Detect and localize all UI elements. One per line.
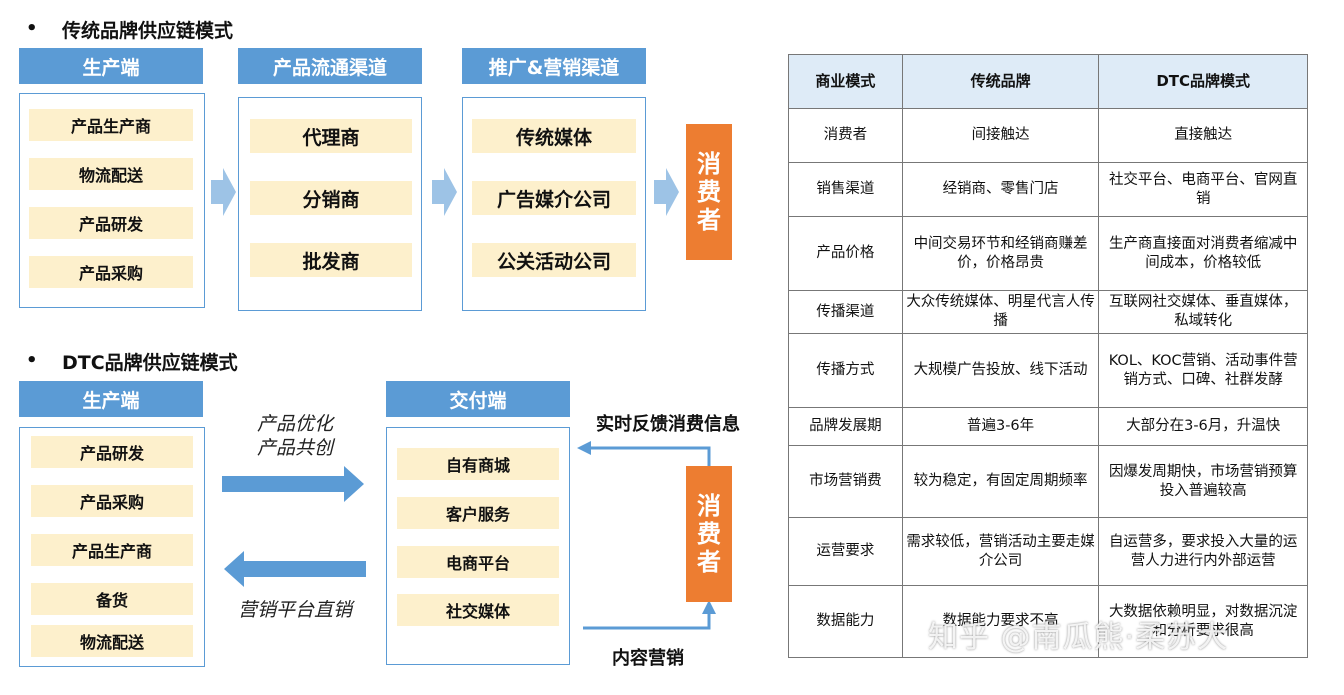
table-cell: 因爆发周期快，市场营销预算投入普遍较高 xyxy=(1098,445,1308,518)
list-item: 客户服务 xyxy=(397,497,559,529)
list-item: 产品生产商 xyxy=(31,534,193,566)
table-cell: 销售渠道 xyxy=(788,162,903,217)
realtime-feedback-label: 实时反馈消费信息 xyxy=(596,414,740,435)
list-item: 自有商城 xyxy=(397,448,559,480)
list-item: 代理商 xyxy=(250,119,412,153)
list-item: 批发商 xyxy=(250,243,412,277)
table-cell: 数据能力要求不高 xyxy=(901,585,1100,658)
table-row: 产品价格 中间交易环节和经销商赚差价，价格昂贵 生产商直接面对消费者缩减中间成本… xyxy=(788,216,1308,291)
list-item: 广告媒介公司 xyxy=(472,181,636,215)
table-cell: 生产商直接面对消费者缩减中间成本，价格较低 xyxy=(1098,216,1308,291)
table-cell: 大规模广告投放、线下活动 xyxy=(901,333,1100,408)
table-row: 传播方式 大规模广告投放、线下活动 KOL、KOC营销、活动事件营销方式、口碑、… xyxy=(788,333,1308,408)
table-cell: 普遍3-6年 xyxy=(901,407,1100,446)
table-cell: 品牌发展期 xyxy=(788,407,903,446)
dtc-production-header: 生产端 xyxy=(19,381,203,417)
arrow-left-icon xyxy=(224,551,366,587)
flow-arrow-icon xyxy=(654,168,679,216)
table-cell: 社交平台、电商平台、官网直销 xyxy=(1098,162,1308,217)
bullet-traditional: • xyxy=(26,18,38,39)
traditional-production-box: 产品生产商 物流配送 产品研发 产品采购 xyxy=(19,93,205,308)
table-cell: 大数据依赖明显，对数据沉淀和分析要求很高 xyxy=(1098,585,1308,658)
dtc-delivery-box: 自有商城 客户服务 电商平台 社交媒体 xyxy=(386,427,570,665)
list-item: 产品研发 xyxy=(29,207,193,239)
table-cell: 需求较低，营销活动主要走媒介公司 xyxy=(901,517,1100,586)
table-cell: 传播渠道 xyxy=(788,290,903,334)
consumer-char: 者 xyxy=(697,548,721,576)
list-item: 产品采购 xyxy=(29,256,193,288)
list-item: 公关活动公司 xyxy=(472,243,636,277)
traditional-distribution-header: 产品流通渠道 xyxy=(238,48,422,84)
table-header-cell: 传统品牌 xyxy=(901,54,1100,109)
consumer-char: 费 xyxy=(697,520,721,548)
table-cell: KOL、KOC营销、活动事件营销方式、口碑、社群发酵 xyxy=(1098,333,1308,408)
table-cell: 互联网社交媒体、垂直媒体，私域转化 xyxy=(1098,290,1308,334)
table-row: 品牌发展期 普遍3-6年 大部分在3-6月，升温快 xyxy=(788,407,1308,446)
table-row: 销售渠道 经销商、零售门店 社交平台、电商平台、官网直销 xyxy=(788,162,1308,217)
dtc-section-title: DTC品牌供应链模式 xyxy=(62,352,238,374)
dtc-delivery-header: 交付端 xyxy=(386,381,570,417)
comparison-table: 商业模式 传统品牌 DTC品牌模式 消费者 间接触达 直接触达 销售渠道 经销商… xyxy=(788,54,1308,658)
table-header-cell: DTC品牌模式 xyxy=(1098,54,1308,109)
list-item: 传统媒体 xyxy=(472,119,636,153)
table-cell: 大众传统媒体、明星代言人传播 xyxy=(901,290,1100,334)
table-cell: 经销商、零售门店 xyxy=(901,162,1100,217)
flow-arrow-icon xyxy=(211,168,236,216)
list-item: 产品采购 xyxy=(31,485,193,517)
list-item: 物流配送 xyxy=(29,158,193,190)
table-cell: 直接触达 xyxy=(1098,108,1308,163)
consumer-char: 费 xyxy=(697,178,721,206)
table-cell: 间接触达 xyxy=(901,108,1100,163)
label-line: 产品优化 xyxy=(256,413,333,435)
list-item: 分销商 xyxy=(250,181,412,215)
table-row: 数据能力 数据能力要求不高 大数据依赖明显，对数据沉淀和分析要求很高 xyxy=(788,585,1308,658)
product-optimization-label: 产品优化 产品共创 xyxy=(240,412,350,460)
table-row: 消费者 间接触达 直接触达 xyxy=(788,108,1308,163)
list-item: 电商平台 xyxy=(397,546,559,578)
traditional-consumer-box: 消 费 者 xyxy=(686,124,732,260)
table-cell: 产品价格 xyxy=(788,216,903,291)
table-cell: 自运营多，要求投入大量的运营人力进行内外部运营 xyxy=(1098,517,1308,586)
content-marketing-label: 内容营销 xyxy=(612,648,684,669)
dtc-consumer-box: 消 费 者 xyxy=(686,466,732,602)
traditional-section-title: 传统品牌供应链模式 xyxy=(62,20,234,42)
traditional-marketing-header: 推广&营销渠道 xyxy=(462,48,646,84)
table-header-row: 商业模式 传统品牌 DTC品牌模式 xyxy=(788,54,1308,109)
traditional-distribution-box: 代理商 分销商 批发商 xyxy=(238,97,422,311)
bullet-dtc: • xyxy=(26,350,38,371)
dtc-production-box: 产品研发 产品采购 产品生产商 备货 物流配送 xyxy=(19,427,205,667)
list-item: 物流配送 xyxy=(31,625,193,657)
list-item: 产品研发 xyxy=(31,436,193,468)
list-item: 产品生产商 xyxy=(29,109,193,141)
table-header-cell: 商业模式 xyxy=(788,54,903,109)
consumer-char: 者 xyxy=(697,206,721,234)
table-row: 传播渠道 大众传统媒体、明星代言人传播 互联网社交媒体、垂直媒体，私域转化 xyxy=(788,290,1308,334)
table-cell: 消费者 xyxy=(788,108,903,163)
table-cell: 传播方式 xyxy=(788,333,903,408)
arrow-right-icon xyxy=(222,466,364,502)
consumer-char: 消 xyxy=(697,492,721,520)
table-cell: 较为稳定，有固定周期频率 xyxy=(901,445,1100,518)
label-line: 产品共创 xyxy=(256,437,333,459)
table-cell: 市场营销费 xyxy=(788,445,903,518)
list-item: 备货 xyxy=(31,583,193,615)
table-cell: 大部分在3-6月，升温快 xyxy=(1098,407,1308,446)
table-row: 运营要求 需求较低，营销活动主要走媒介公司 自运营多，要求投入大量的运营人力进行… xyxy=(788,517,1308,586)
flow-arrow-icon xyxy=(432,168,457,216)
watermark-text: 知乎 @南瓜熊·柔苏大 xyxy=(928,620,1229,655)
table-cell: 中间交易环节和经销商赚差价，价格昂贵 xyxy=(901,216,1100,291)
table-row: 市场营销费 较为稳定，有固定周期频率 因爆发周期快，市场营销预算投入普遍较高 xyxy=(788,445,1308,518)
table-cell: 运营要求 xyxy=(788,517,903,586)
list-item: 社交媒体 xyxy=(397,594,559,626)
table-cell: 数据能力 xyxy=(788,585,903,658)
traditional-marketing-box: 传统媒体 广告媒介公司 公关活动公司 xyxy=(462,97,646,311)
consumer-char: 消 xyxy=(697,150,721,178)
platform-direct-sales-label: 营销平台直销 xyxy=(237,599,352,621)
traditional-production-header: 生产端 xyxy=(19,48,203,84)
feedback-loop-arrows-icon xyxy=(577,441,716,630)
